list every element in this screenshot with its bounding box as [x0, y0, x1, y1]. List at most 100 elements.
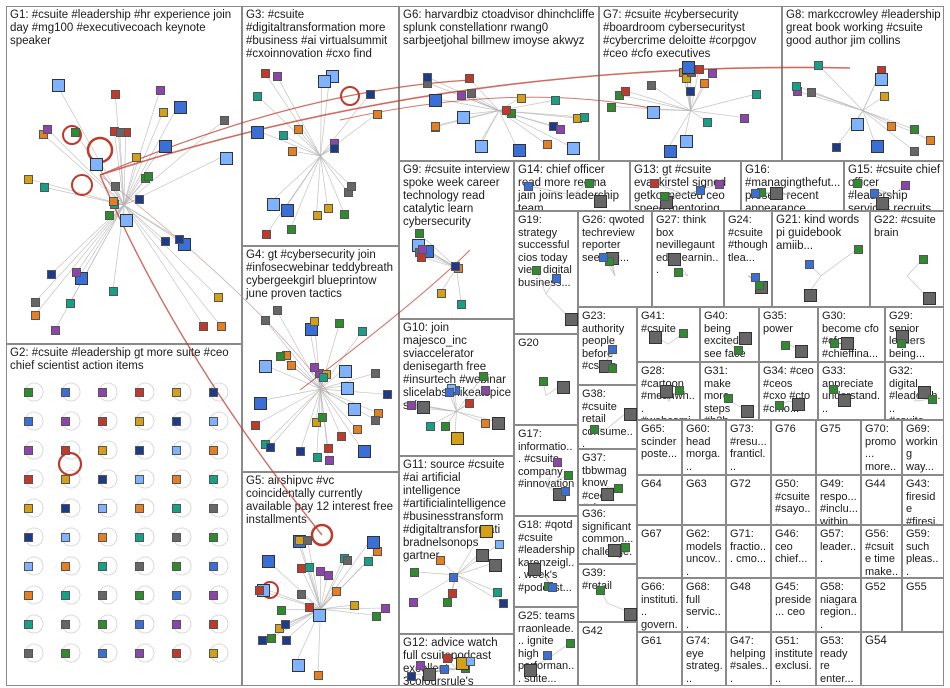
node — [408, 597, 418, 607]
node — [837, 393, 851, 407]
group-label: G64 — [641, 478, 662, 490]
node — [209, 562, 218, 571]
node — [879, 92, 889, 102]
node — [342, 555, 352, 565]
node — [291, 659, 305, 673]
node — [209, 388, 218, 397]
node — [72, 268, 82, 278]
group-panel-g21: G21: kind words pi guidebook amiib... — [772, 211, 870, 307]
group-panel-g31: G31: make more steps #b2b... — [700, 362, 759, 420]
node — [498, 599, 508, 609]
node — [539, 377, 549, 387]
node — [481, 386, 491, 396]
node — [738, 332, 752, 346]
node — [358, 326, 368, 336]
group-panel-g41: G41: #csuite — [637, 307, 700, 362]
node — [310, 363, 320, 373]
node — [466, 657, 476, 667]
node — [650, 178, 660, 188]
group-label: G19: strategy successful cios today view… — [518, 214, 575, 289]
node — [216, 322, 226, 332]
node — [493, 587, 503, 597]
node — [804, 259, 814, 269]
group-panel-g57: G57: leader... — [816, 525, 861, 578]
node — [457, 299, 467, 309]
node — [220, 115, 230, 125]
group-label: G55 — [906, 581, 927, 593]
node — [366, 536, 380, 550]
node — [174, 100, 188, 114]
node — [414, 229, 424, 239]
node — [491, 417, 505, 431]
node — [804, 289, 818, 303]
node — [853, 178, 863, 188]
group-label: G62: models uncov... — [686, 528, 725, 578]
group-label: G54 — [865, 635, 887, 647]
group-label: G42 — [582, 625, 603, 637]
node — [312, 609, 326, 623]
group-panel-g62: G62: models uncov... — [682, 525, 726, 578]
group-panel-g32: G32: digital #leadersh... #csuite... — [885, 362, 944, 420]
node — [250, 125, 264, 139]
node — [98, 475, 107, 484]
group-label: G43: fireside #firesi... #lead... — [906, 478, 939, 525]
node — [135, 194, 145, 204]
group-panel-g69: G69: working way... — [902, 420, 944, 475]
node — [310, 317, 320, 327]
node — [919, 254, 929, 264]
node — [695, 185, 705, 195]
node — [279, 131, 289, 141]
group-panel-g65: G65: scinder poste... — [637, 420, 682, 475]
node — [371, 369, 381, 379]
node — [547, 582, 557, 592]
node — [135, 446, 144, 455]
node — [542, 140, 552, 150]
node — [135, 591, 144, 600]
node — [647, 81, 657, 91]
node — [159, 140, 173, 154]
node — [24, 417, 33, 426]
node — [305, 563, 315, 573]
group-label: G73: #resu... franticl... — [730, 423, 770, 473]
node — [813, 60, 823, 70]
node — [209, 446, 218, 455]
group-label: G10: join majesco_inc sviaccelerator den… — [403, 322, 511, 412]
node — [682, 73, 692, 83]
node — [426, 421, 436, 431]
group-panel-g4: G4: gt #cybersecurity join #infosecwebin… — [242, 246, 399, 472]
node — [267, 197, 281, 211]
node — [98, 562, 107, 571]
node — [601, 488, 615, 502]
node — [702, 117, 712, 127]
node — [607, 345, 617, 355]
node — [449, 573, 459, 583]
node — [30, 298, 40, 308]
node — [512, 143, 526, 157]
node — [305, 603, 315, 613]
group-panel-g63: G63 — [682, 475, 726, 525]
node — [770, 187, 784, 201]
node — [209, 475, 218, 484]
group-label: G4: gt #cybersecurity join #infosecwebin… — [246, 249, 397, 300]
node — [580, 113, 590, 123]
node — [479, 524, 493, 538]
node — [98, 446, 107, 455]
group-panel-g8: G8: markccrowley #leadership great book … — [782, 6, 944, 161]
node — [330, 143, 340, 153]
node — [172, 504, 181, 513]
node — [551, 273, 561, 283]
node — [383, 390, 393, 400]
node — [589, 424, 599, 434]
node — [172, 446, 181, 455]
node — [563, 470, 573, 480]
node — [209, 533, 218, 542]
group-label: G6: harvardbiz ctoadvisor dhinchcliffe s… — [403, 9, 598, 47]
group-label: G14: chief officer read more reema jain … — [518, 164, 620, 211]
node — [659, 191, 669, 201]
group-panel-g47: G47: helping #sales... — [726, 632, 771, 686]
node — [429, 94, 443, 108]
group-panel-g66: G66: instituti... govern... — [637, 578, 682, 632]
node — [65, 299, 75, 309]
group-label: G51: institute exclusi... — [775, 635, 816, 685]
node — [467, 89, 477, 99]
